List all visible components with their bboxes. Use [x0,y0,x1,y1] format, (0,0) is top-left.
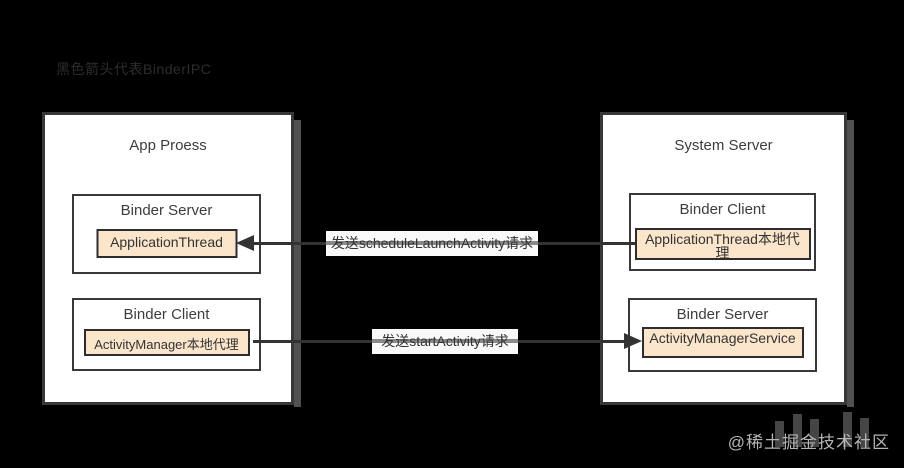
section-title: Binder Client [679,201,766,218]
binder-section-system-server: Binder Server ActivityManagerService [628,298,817,372]
watermark: @稀土掘金技术社区 [727,433,890,452]
section-title: Binder Server [120,202,213,219]
watermark-bar [843,412,852,447]
watermark-bar [775,421,784,447]
binder-section-app-client: Binder Client ActivityManager本地代理 [72,298,261,371]
component-chip-applicationthread: ApplicationThread [96,229,237,258]
process-box-system-server: System Server Binder Client ApplicationT… [600,112,854,407]
ipc-arrow-label-start-activity: 发送startActivity请求 [372,329,518,354]
component-chip-activitymanager-proxy: ActivityManager本地代理 [83,329,250,356]
process-box-app: App Proess Binder Server ApplicationThre… [42,112,301,407]
binder-section-system-client: Binder Client ApplicationThread本地代理 [629,193,816,271]
component-chip-applicationthread-proxy: ApplicationThread本地代理 [634,228,811,260]
section-title: Binder Server [676,306,769,323]
ipc-arrow-label-schedule-launch: 发送scheduleLaunchActivity请求 [326,231,538,256]
section-title: Binder Client [123,306,210,323]
binder-section-app-server: Binder Server ApplicationThread [72,194,261,274]
arrowhead-left-icon [236,235,254,251]
arrowhead-right-icon [624,333,642,349]
legend-note: 黑色箭头代表BinderIPC [56,61,212,77]
watermark-bar [793,414,802,447]
watermark-bar [860,418,869,447]
process-title-app: App Proess [129,137,207,154]
process-title-system: System Server [674,137,773,154]
component-chip-activitymanagerservice: ActivityManagerService [641,327,804,358]
watermark-bar [810,419,819,447]
